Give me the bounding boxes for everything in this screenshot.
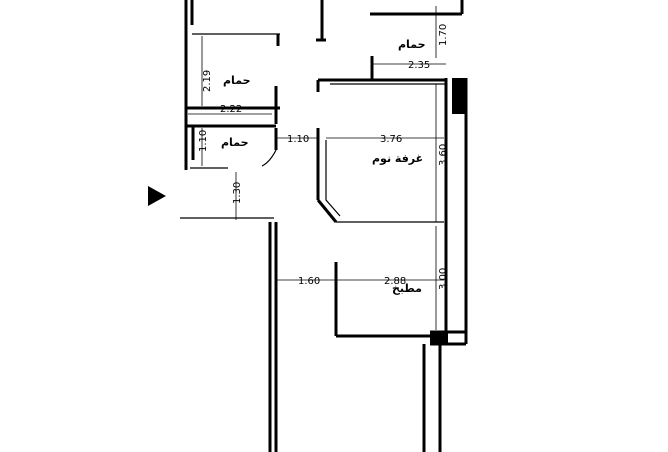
- room-label-kitchen: مطبخ: [392, 282, 422, 295]
- dim-1-10-vertical: 1.10: [198, 130, 209, 152]
- north-triangle-icon: [148, 186, 166, 206]
- bedroom-walls: [316, 128, 444, 223]
- dim-1-30: 1.30: [232, 182, 243, 204]
- dim-2-35: 2.35: [408, 60, 430, 71]
- kitchen-walls: [180, 217, 466, 452]
- room-label-bedroom: غرفة نوم: [372, 152, 423, 165]
- room-label-bath-small: حمام: [221, 136, 249, 149]
- room-label-bath-top-right: حمام: [398, 38, 426, 51]
- top-center-walls: [316, 0, 468, 344]
- dim-2-22: 2.22: [220, 104, 242, 115]
- dim-1-10-horizontal: 1.10: [287, 134, 309, 145]
- dim-1-60: 1.60: [298, 276, 320, 287]
- top-left-walls: [184, 0, 280, 170]
- dimension-lines: [188, 6, 446, 330]
- dim-2-19: 2.19: [202, 70, 213, 92]
- dim-3-76: 3.76: [380, 134, 402, 145]
- room-label-bath-left: حمام: [223, 74, 251, 87]
- dim-3-00: 3.00: [438, 268, 449, 290]
- dim-1-70: 1.70: [438, 24, 449, 46]
- dim-3-60: 3.60: [438, 144, 449, 166]
- dim-2-88: 2.88: [384, 276, 406, 287]
